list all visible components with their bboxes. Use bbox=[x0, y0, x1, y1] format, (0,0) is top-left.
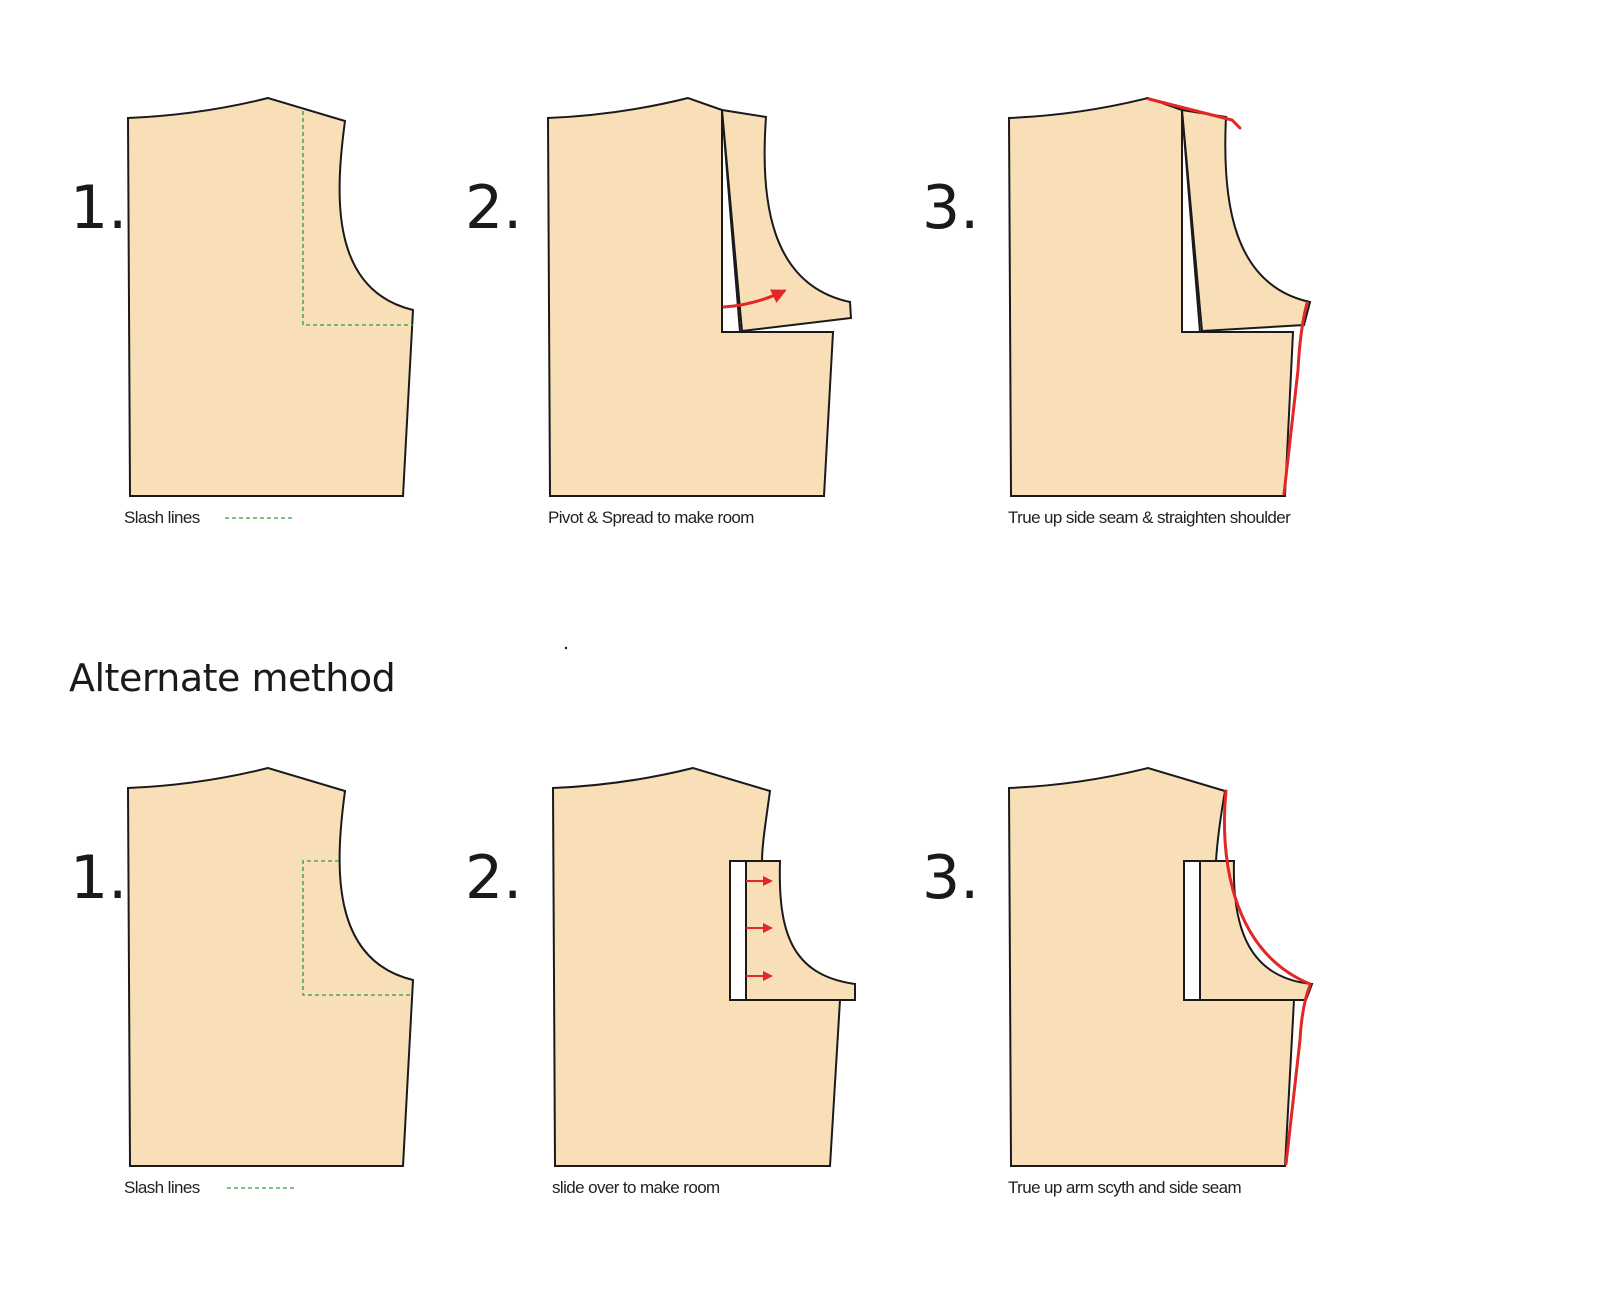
bottom-step-2-slid-piece bbox=[745, 860, 856, 1001]
bottom-step-3-armscye-line bbox=[1222, 789, 1312, 986]
bottom-step-1-caption: Slash lines bbox=[124, 1178, 200, 1197]
top-step-1-slash-lines bbox=[302, 111, 413, 326]
top-step-1-caption: Slash lines bbox=[124, 508, 200, 527]
bottom-step-3-slide-gap bbox=[1183, 860, 1201, 1001]
top-step-2: 2. Pivot & Spread to make room bbox=[465, 96, 853, 527]
bottom-step-3: 3. True up arm scyth and side seam bbox=[922, 766, 1314, 1197]
bottom-step-3-number: 3. bbox=[922, 843, 979, 913]
bottom-step-2-caption: slide over to make room bbox=[552, 1178, 720, 1197]
top-step-2-bodice bbox=[546, 96, 835, 497]
alternate-method-heading: Alternate method bbox=[69, 656, 395, 700]
top-step-2-number: 2. bbox=[465, 173, 522, 243]
top-step-1: 1. Slash lines bbox=[70, 96, 415, 527]
bottom-step-3-slid-piece bbox=[1199, 860, 1314, 1001]
bottom-step-2: 2. slide over to make room bbox=[465, 766, 856, 1197]
top-step-2-pivot-arrow bbox=[722, 289, 787, 309]
top-step-1-bodice bbox=[126, 96, 415, 497]
bottom-step-1: 1. Slash lines bbox=[70, 766, 415, 1197]
top-step-3-number: 3. bbox=[922, 173, 979, 243]
bottom-step-2-number: 2. bbox=[465, 843, 522, 913]
top-step-3-side-seam-line bbox=[1282, 301, 1309, 496]
bottom-step-3-side-seam-line bbox=[1284, 983, 1312, 1166]
top-step-2-caption: Pivot & Spread to make room bbox=[548, 508, 754, 527]
top-step-1-number: 1. bbox=[70, 173, 127, 243]
top-step-3-pivoted-piece bbox=[1180, 108, 1312, 333]
top-step-2-pivoted-piece bbox=[720, 108, 853, 333]
bottom-step-1-slash-lines bbox=[302, 860, 413, 996]
bottom-step-1-bodice bbox=[126, 766, 415, 1167]
bottom-step-1-number: 1. bbox=[70, 843, 127, 913]
bottom-step-2-slide-gap bbox=[729, 860, 747, 1001]
top-step-3-caption: True up side seam & straighten shoulder bbox=[1008, 508, 1291, 527]
top-step-3-shoulder-line bbox=[1147, 97, 1242, 130]
top-step-3: 3. True up side seam & straighten should… bbox=[922, 96, 1312, 527]
bottom-step-3-caption: True up arm scyth and side seam bbox=[1008, 1178, 1241, 1197]
stray-dot bbox=[564, 646, 568, 650]
top-step-3-bodice bbox=[1007, 96, 1295, 497]
